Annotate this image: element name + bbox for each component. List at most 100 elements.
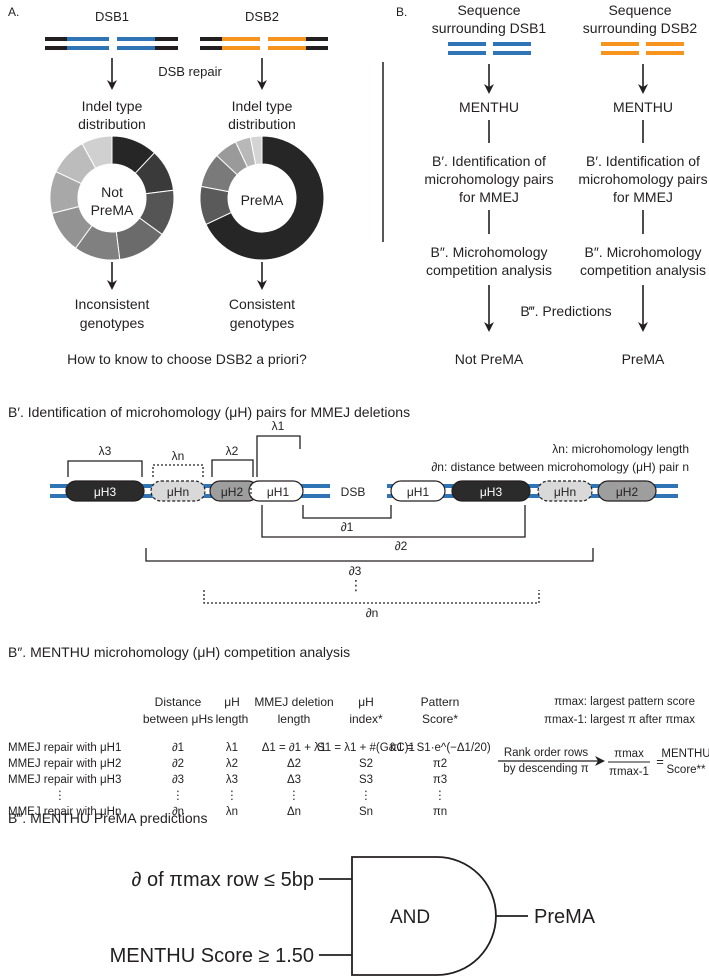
comp2-a: B″. Microhomology	[585, 244, 702, 260]
table-cell-r3-c5: S3	[359, 774, 373, 786]
donut2-segment-1	[205, 135, 325, 261]
table-header-3-line-2: length	[278, 712, 311, 726]
rank-text-b: by descending π	[503, 763, 588, 775]
dsb2-dna	[200, 37, 328, 50]
seq2-a: Sequence	[608, 2, 671, 18]
table-header-4-line-1: μH	[358, 695, 374, 709]
d2-label: ∂2	[395, 539, 408, 553]
menthu-2: MENTHU	[613, 99, 673, 115]
result-not-prema: Not PreMA	[455, 351, 524, 367]
table-header-2-line-2: length	[216, 712, 249, 726]
table-cell-r1-c5: S1 = λ1 + #(G&C)1	[317, 742, 415, 754]
uhn-left-label: μHn	[167, 485, 189, 499]
d1-label: ∂1	[341, 520, 354, 534]
table-cell-r2-c4: Δ2	[287, 758, 301, 770]
table-cell-r1-c2: ∂1	[172, 742, 184, 754]
table-cell-r3-c4: Δ3	[287, 774, 301, 786]
seq1-dna	[448, 42, 531, 55]
and-gate	[351, 856, 497, 976]
question-text: How to know to choose DSB2 a priori?	[67, 351, 307, 367]
comp2-b: competition analysis	[580, 262, 706, 278]
table-header-2-line-1: μH	[224, 695, 240, 709]
table-cell-r3-c2: ∂3	[172, 774, 184, 786]
table-cell-r2-c2: ∂2	[172, 758, 184, 770]
seq1-a: Sequence	[457, 2, 520, 18]
outcome2-a: Consistent	[229, 296, 295, 312]
dsb-repair-label: DSB repair	[158, 64, 222, 79]
table-header-5-line-1: Pattern	[421, 695, 460, 709]
section-b1-title: B′. Identification of microhomology (μH)…	[8, 404, 410, 420]
uh2-left-label: μH2	[221, 485, 244, 499]
table-cell-r5-c1: MMEJ repair with μHn	[8, 806, 121, 818]
table-cell-r1-c1: MMEJ repair with μH1	[8, 742, 121, 754]
lambda3-bracket	[67, 460, 143, 477]
table-cell-r2-c6: π2	[433, 758, 447, 770]
donut1-label-b: PreMA	[91, 202, 134, 218]
section-b-prime: B′. Identification of microhomology (μH)…	[8, 404, 689, 620]
dsb1-label: DSB1	[95, 9, 129, 24]
ident2-b: microhomology pairs	[578, 171, 707, 187]
d3-label: ∂3	[349, 564, 362, 578]
prema-output: PreMA	[534, 906, 596, 928]
uh1-right-pill	[390, 480, 446, 502]
d2-bracket	[261, 505, 526, 538]
lambda2-bracket	[211, 459, 254, 477]
table-cell-r4-c6: ⋮	[434, 790, 446, 802]
indel-label-2b: distribution	[228, 116, 296, 132]
lambda3-label: λ3	[99, 444, 112, 458]
donut1-segment-9	[81, 135, 113, 169]
donut-not-prema	[49, 135, 175, 261]
lambda2-label: λ2	[226, 444, 239, 458]
table-cell-r1-c4: Δ1 = ∂1 + λ1	[262, 742, 327, 754]
d3-bracket	[145, 548, 594, 562]
table-cell-r4-c5: ⋮	[360, 790, 372, 802]
lambdan-bracket	[152, 464, 204, 477]
section-b-triple-prime: B‴. MENTHU PreMA predictions AND ∂ of πm…	[8, 810, 596, 976]
table-cell-r1-c6: π1 = S1·e^(−Δ1/20)	[389, 742, 491, 754]
panel-a-label: A.	[8, 5, 19, 19]
uh1-left-pill	[248, 480, 304, 502]
condition-2: MENTHU Score ≥ 1.50	[110, 945, 314, 967]
table-cell-r3-c6: π3	[433, 774, 447, 786]
table-cell-r3-c3: λ3	[226, 774, 238, 786]
dsb1-dna	[45, 37, 178, 50]
donut2-segment-6	[249, 135, 263, 166]
dna-right	[387, 484, 678, 498]
table-cell-r3-c1: MMEJ repair with μH3	[8, 774, 121, 786]
uh3-right-label: μH3	[480, 485, 503, 499]
table-header-4-line-2: index*	[349, 712, 383, 726]
dsb2-label: DSB2	[245, 9, 279, 24]
pimax-def: πmax: largest pattern score	[554, 696, 695, 708]
pimax1-def: πmax-1: largest π after πmax	[544, 714, 695, 726]
menthu-score-b: Score**	[667, 764, 707, 776]
uhn-left-pill	[150, 480, 206, 502]
result-prema: PreMA	[622, 351, 665, 367]
table-header-5-line-2: Score*	[422, 712, 458, 726]
donut1-label-a: Not	[101, 184, 123, 200]
table-cell-r5-c2: ∂n	[172, 806, 184, 818]
legend-partial: ∂n: distance between microhomology (μH) …	[431, 460, 689, 474]
rank-text-a: Rank order rows	[504, 747, 589, 759]
table-cell-r5-c5: Sn	[359, 806, 373, 818]
uhn-right-pill	[537, 480, 593, 502]
ident2-c: for MMEJ	[613, 189, 673, 205]
dsb-mid-label: DSB	[341, 485, 366, 499]
seq1-b: surrounding DSB1	[432, 20, 547, 36]
uh2-right-pill	[597, 480, 657, 502]
dn-label: ∂n	[366, 606, 379, 620]
comp1-b: competition analysis	[426, 262, 552, 278]
table-header-3-line-1: MMEJ deletion	[254, 695, 333, 709]
donut2-label: PreMA	[241, 192, 284, 208]
table-cell-r4-c1: ⋮	[54, 790, 66, 802]
indel-label-2a: Indel type	[232, 98, 293, 114]
uh3-right-pill	[451, 480, 531, 502]
table-cell-r5-c6: πn	[433, 806, 447, 818]
table-cell-r1-c3: λ1	[226, 742, 238, 754]
panel-b-label: B.	[396, 5, 407, 19]
panel-a: A. DSB1 DSB2 DSB repair Indel	[8, 5, 328, 367]
ratio-numerator: πmax	[614, 748, 644, 760]
ident1-a: B′. Identification of	[432, 153, 546, 169]
table-cell-r2-c5: S2	[359, 758, 373, 770]
lambdan-label: λn	[172, 449, 185, 463]
